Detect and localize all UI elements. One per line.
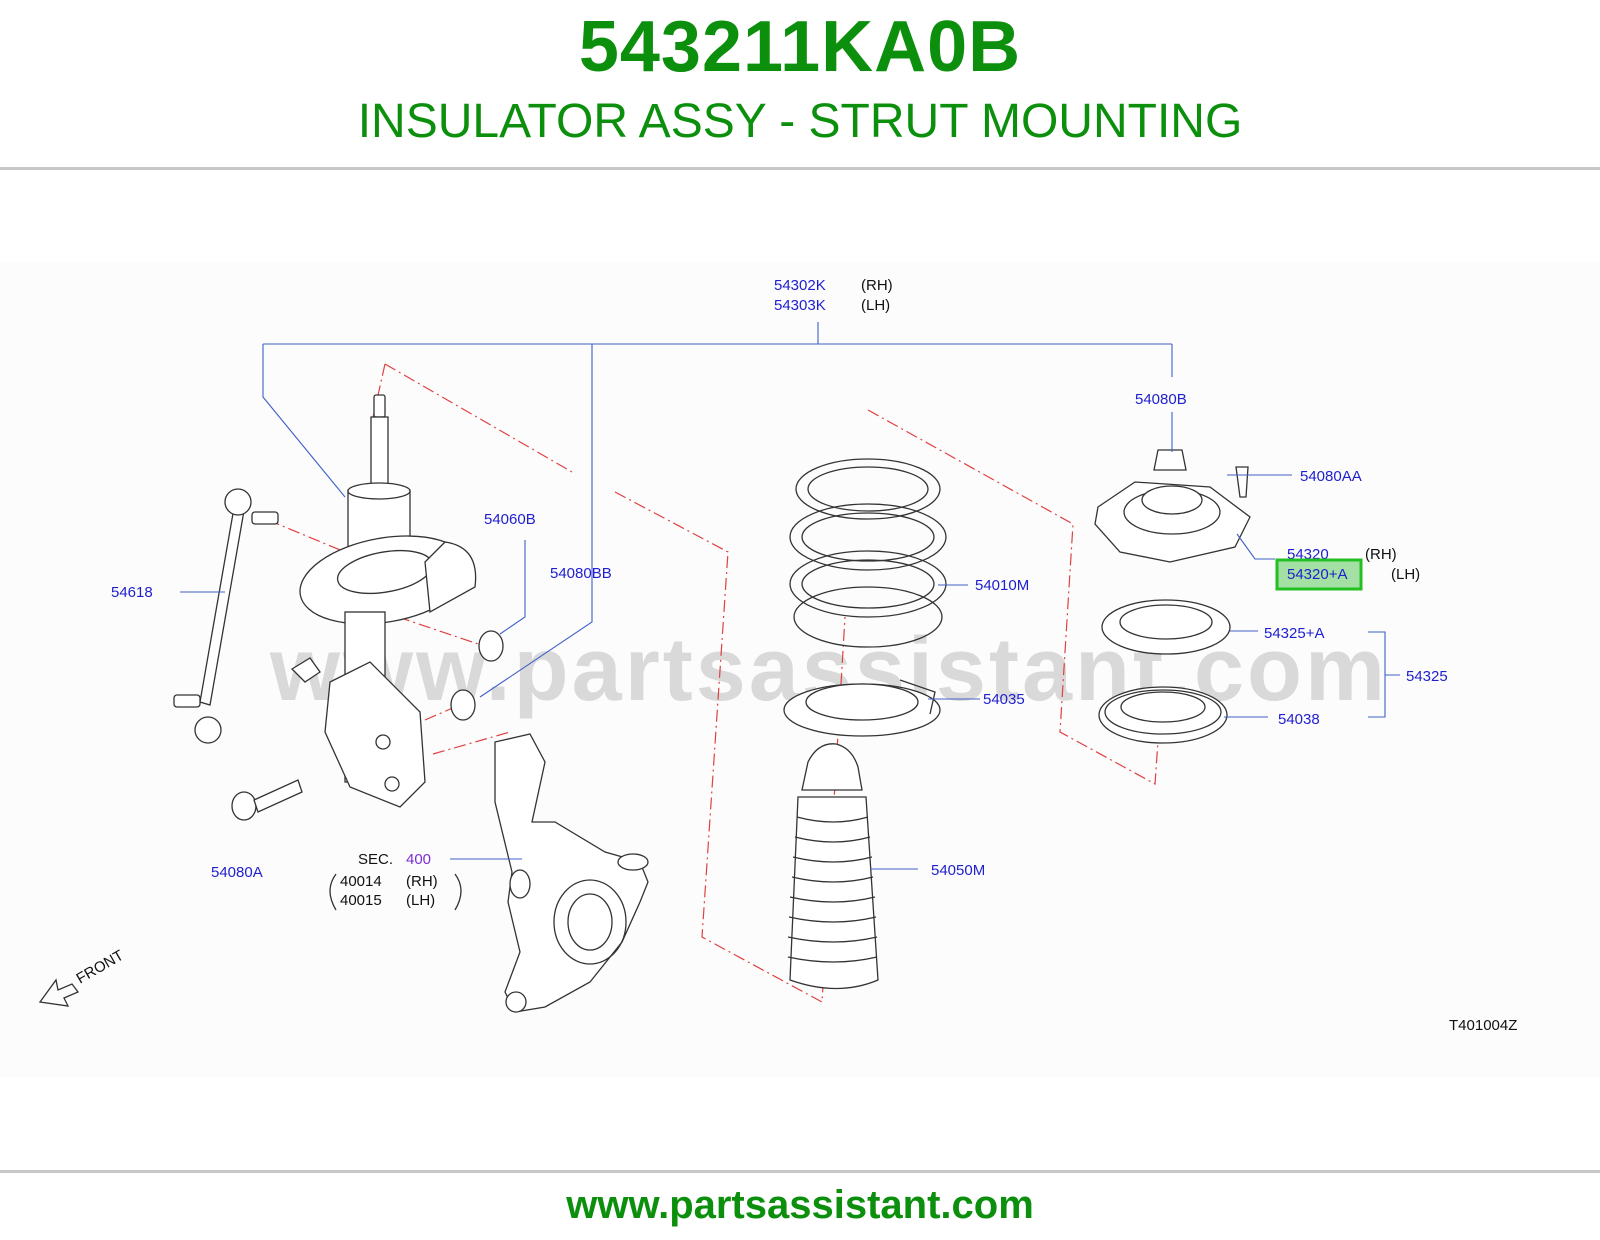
callout-54050M[interactable]: 54050M [931,862,985,879]
callout-54060B[interactable]: 54060B [484,511,536,528]
callout-leaders [180,412,1400,870]
footer-url-link[interactable]: www.partsassistant.com [566,1183,1034,1227]
drawing-code: T401004Z [1449,1017,1517,1034]
callout-labels: 54302K (RH) 54303K (LH) 54080B 54080AA 5… [111,277,1517,1034]
strut-mount-insulator-drawing [1094,449,1251,563]
callout-40014-side: (RH) [406,873,438,890]
callout-54080B[interactable]: 54080B [1135,391,1187,408]
callout-54320A-side: (LH) [1391,566,1420,583]
callout-54010M[interactable]: 54010M [975,577,1029,594]
callout-54303K-side: (LH) [861,297,890,314]
callout-54320A[interactable]: 54320+A [1287,566,1347,583]
sec-label: SEC. [358,851,393,868]
dust-boot-drawing [787,743,879,990]
sec-number-link[interactable]: 400 [406,851,431,868]
steering-knuckle-drawing [494,733,649,1013]
assembly-bracket [262,322,1173,698]
parts-diagram-svg: www.partsassistant.com [38,277,1517,1034]
callout-54302K[interactable]: 54302K [774,277,826,294]
strut-assembly-drawing [290,394,477,808]
stabilizer-link-drawing [173,488,279,744]
highlighted-callout-box [1275,558,1363,591]
front-label: FRONT [74,947,127,988]
callout-54320-side: (RH) [1365,546,1397,563]
part-number-title: 543211KA0B [578,7,1022,87]
callout-54038[interactable]: 54038 [1278,711,1320,728]
callout-40015-side: (LH) [406,892,435,909]
sec-parentheses [329,873,462,911]
spring-seat-drawing [783,679,941,737]
footer-divider [0,1170,1600,1173]
callout-54080BB[interactable]: 54080BB [550,565,612,582]
callout-40015: 40015 [340,892,382,909]
callout-54303K[interactable]: 54303K [774,297,826,314]
callout-54325A[interactable]: 54325+A [1264,625,1324,642]
callout-54302K-side: (RH) [861,277,893,294]
callout-54080AA[interactable]: 54080AA [1300,468,1362,485]
coil-spring-drawing [789,458,947,648]
bearing-rings-drawing [1098,599,1231,744]
header-divider [0,167,1600,170]
callout-40014: 40014 [340,873,382,890]
front-arrow-icon: FRONT [38,947,127,1007]
callout-54035[interactable]: 54035 [983,691,1025,708]
callout-54618[interactable]: 54618 [111,584,153,601]
part-name-subtitle: INSULATOR ASSY - STRUT MOUNTING [357,95,1243,148]
nuts-and-bolt-drawing [231,630,504,821]
callout-54325[interactable]: 54325 [1406,668,1448,685]
parts-diagram: www.partsassistant.com [0,262,1600,1077]
callout-54080A[interactable]: 54080A [211,864,263,881]
